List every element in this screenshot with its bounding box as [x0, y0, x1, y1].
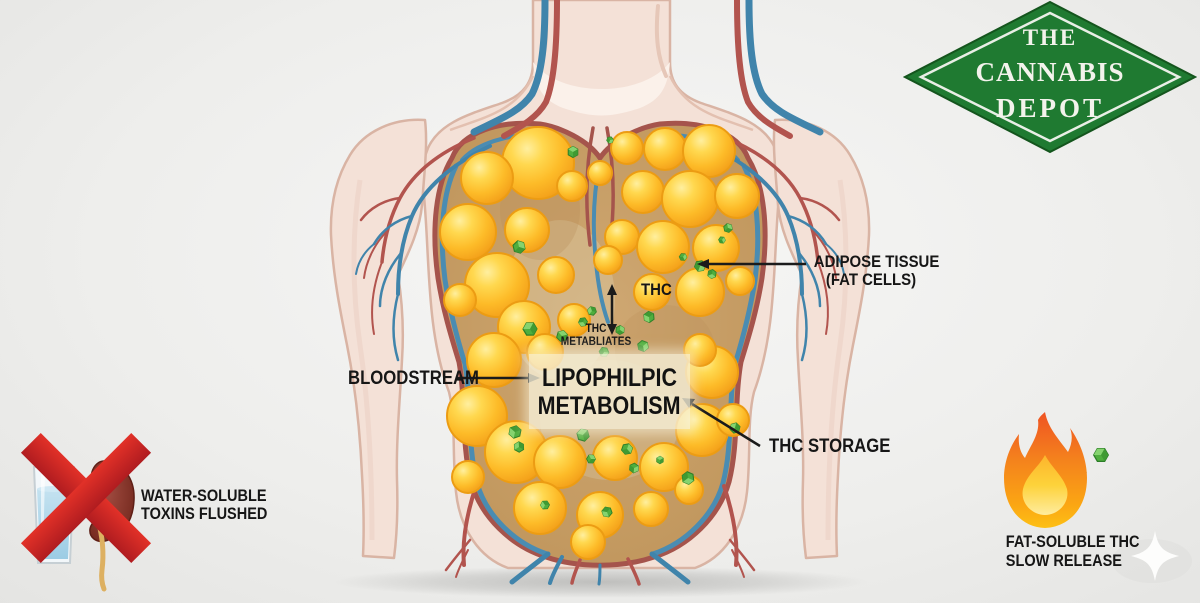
adipose-tissue-label: ADIPOSE TISSUE (FAT CELLS)	[813, 252, 940, 289]
sparkle-icon	[1131, 531, 1179, 581]
logo-text-depot: DEPOT	[995, 93, 1104, 123]
adipose-arrow	[697, 259, 806, 269]
thc-label: THC	[641, 280, 672, 299]
blood-vessels	[355, 0, 845, 586]
red-cross-icon	[20, 432, 152, 564]
thc-storage-label: THC STORAGE	[769, 436, 891, 457]
thc-metabolites-label: THC METABLIATES	[560, 323, 632, 348]
fat-cells	[439, 124, 760, 560]
fat-soluble-thc-label: FAT-SOLUBLE THC SLOW RELEASE	[1005, 533, 1140, 570]
slow-release-icon	[1004, 412, 1192, 583]
flushed-toxins-icon	[20, 432, 152, 592]
metabolites-arrow	[607, 284, 617, 335]
cannabis-depot-logo: THE CANNABIS DEPOT	[903, 0, 1197, 154]
logo-text-cannabis: CANNABIS	[975, 57, 1125, 87]
logo-text-the: THE	[1022, 25, 1078, 50]
flame-icon	[1004, 412, 1087, 528]
lipophilic-metabolism-label: LIPOPHILPIC METABOLISM	[529, 354, 690, 429]
bloodstream-label: BLOODSTREAM	[348, 368, 479, 389]
right-arm	[772, 118, 871, 560]
logo-diamond	[903, 0, 1197, 154]
water-soluble-toxins-label: WATER-SOLUBLE TOXINS FLUSHED	[141, 487, 268, 524]
left-arm	[329, 118, 428, 560]
